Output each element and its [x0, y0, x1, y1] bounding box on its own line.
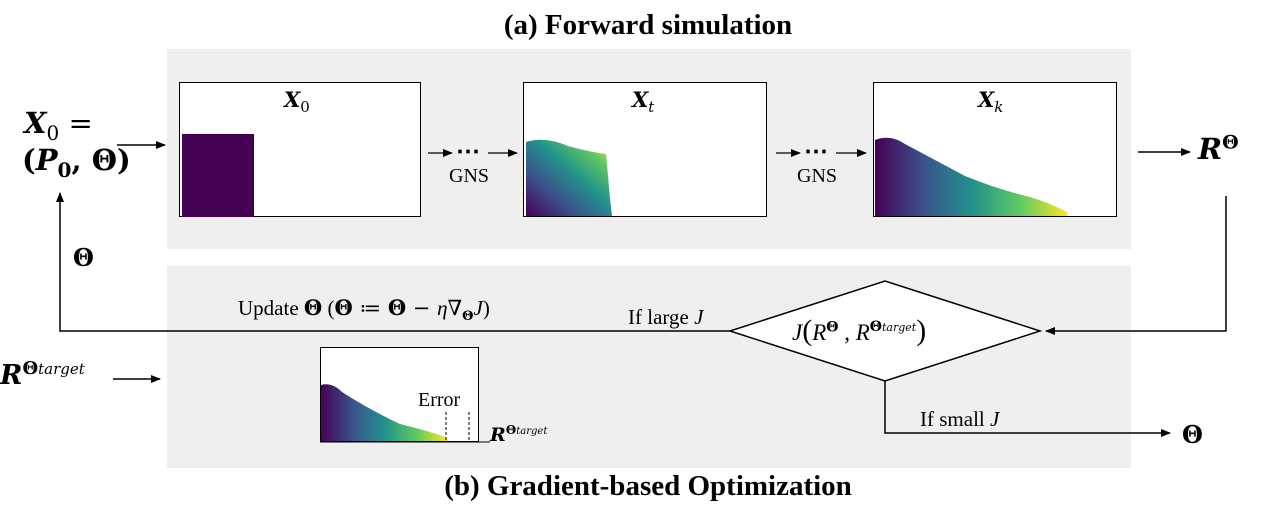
objective-diamond [727, 280, 1043, 382]
target-runout-label: RΘtarget [0, 358, 85, 392]
params-open: ( [22, 143, 36, 177]
p0-symbol: P [35, 143, 58, 177]
snapshot-x0-label: X0 [284, 87, 310, 117]
theta-feedback-label: Θ [73, 243, 94, 272]
output-to-objective-arrow [1045, 196, 1227, 335]
optimization-title: (b) Gradient-based Optimization [444, 470, 852, 502]
if-small-label: If small J [920, 407, 1000, 431]
x0-equals: = [68, 106, 93, 140]
snapshot-xt-label: Xt [632, 87, 655, 117]
snapshot-xk-label: Xk [978, 87, 1004, 117]
objective-function-label: J(RΘ , RΘtarget) [792, 314, 927, 347]
initial-state-label: X0 = [24, 106, 93, 143]
update-rule-label: Update Θ (Θ ≔ Θ − η∇ΘJ) [238, 295, 490, 325]
gns-dots-1: ⋯ [456, 136, 480, 165]
params-theta: Θ [91, 143, 117, 177]
params-sep: , [71, 143, 82, 177]
gns-dots-2: ⋯ [804, 136, 828, 165]
update-loop-arrow [56, 192, 730, 332]
final-particle-runout [875, 137, 1068, 216]
target-particle-runout [321, 384, 448, 441]
if-large-label: If large J [628, 305, 704, 329]
converged-arrow [884, 381, 1171, 437]
params-close: ) [116, 143, 131, 177]
forward-simulation-title: (a) Forward simulation [503, 9, 793, 41]
p0-subscript: 0 [57, 157, 72, 182]
initial-particle-column [182, 134, 254, 217]
x0-symbol: X [24, 106, 47, 140]
x0-subscript: 0 [46, 120, 60, 145]
gns-label-2: GNS [797, 165, 838, 187]
gns-label-1: GNS [449, 165, 490, 187]
intermediate-particle-mass [526, 139, 612, 216]
runout-output-label: RΘ [1198, 131, 1239, 166]
error-label: Error [418, 389, 461, 411]
optimized-theta-label: Θ [1182, 420, 1203, 449]
parameters-label: (P0, Θ) [22, 143, 131, 180]
target-marker-label: RΘtarget [490, 422, 548, 446]
